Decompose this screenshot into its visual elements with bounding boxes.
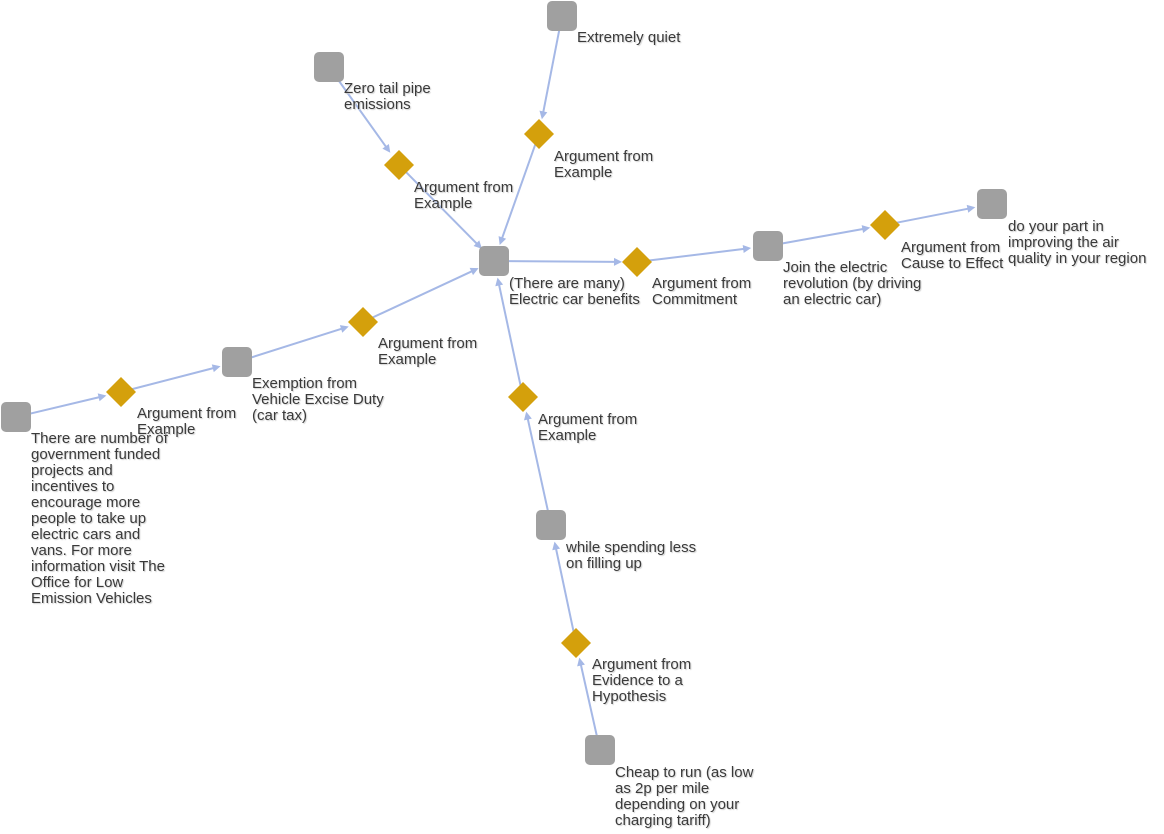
arrow-head-s_quiet-to-claim (498, 236, 507, 245)
shapes (1, 1, 1007, 765)
arrow-head-s_evidence-to-spending (552, 541, 561, 551)
scheme-exemption[interactable] (348, 307, 378, 337)
arrow-head-s_exemption-to-claim (469, 267, 479, 276)
arrow-head-funded-to-s_funded (97, 393, 107, 402)
arrow-head-s_funded-to-exemption (211, 364, 221, 373)
node-label-emissions: Zero tail pipe emissions (344, 80, 431, 113)
scheme-funded[interactable] (106, 377, 136, 407)
node-part[interactable] (977, 189, 1007, 219)
arrow-head-quiet-to-s_quiet (539, 110, 548, 120)
arrow-head-s_commit-to-join (742, 245, 752, 254)
arrow-head-s_spending-to-claim (495, 277, 504, 287)
arrow-head-cheap-to-s_evidence (577, 657, 585, 667)
edge-cheap-to-s_evidence (579, 663, 599, 741)
edge-s_commit-to-join (646, 247, 746, 262)
edge-s_evidence-to-spending (554, 547, 575, 634)
edge-s_quiet-to-claim (500, 143, 537, 240)
arrow-head-s_cause-to-part (966, 204, 976, 213)
node-spending[interactable] (536, 510, 566, 540)
node-label-funded: There are number of government funded pr… (31, 430, 168, 607)
node-label-cheap: Cheap to run (as low as 2p per mile depe… (615, 764, 754, 829)
edge-funded-to-s_funded (25, 395, 101, 416)
scheme-label-emissions: Argument from Example (414, 179, 514, 212)
node-label-quiet: Extremely quiet (577, 29, 681, 46)
arrow-head-s_emissions-to-claim (473, 240, 483, 249)
edge-exemption-to-s_exemption (246, 327, 344, 360)
scheme-label-funded: Argument from Example (137, 405, 237, 438)
arrow-head-spending-to-s_spending (524, 411, 532, 421)
node-claim[interactable] (479, 246, 509, 276)
node-exemption[interactable] (222, 347, 252, 377)
edge-join-to-s_cause (777, 227, 865, 246)
edge-emissions-to-s_emissions (333, 74, 388, 149)
node-label-join: Join the electric revolution (by driving… (783, 259, 922, 308)
node-join[interactable] (753, 231, 783, 261)
node-emissions[interactable] (314, 52, 344, 82)
node-label-claim: (There are many) Electric car benefits (509, 275, 640, 308)
edge-s_exemption-to-claim (371, 269, 474, 319)
arrow-head-exemption-to-s_exemption (339, 325, 349, 333)
edges (25, 25, 976, 741)
scheme-label-spending: Argument from Example (538, 411, 638, 444)
scheme-spending[interactable] (508, 382, 538, 412)
edge-quiet-to-s_quiet (542, 25, 562, 114)
scheme-label-quiet: Argument from Example (554, 148, 654, 181)
edge-s_funded-to-exemption (130, 366, 215, 391)
node-cheap[interactable] (585, 735, 615, 765)
edge-s_spending-to-claim (497, 283, 522, 388)
edge-spending-to-s_spending (526, 417, 550, 516)
scheme-label-evidence: Argument from Evidence to a Hypothesis (592, 656, 692, 705)
edge-claim-to-s_commit (503, 260, 617, 263)
node-label-spending: while spending less on filling up (566, 539, 697, 572)
scheme-label-exemption: Argument from Example (378, 335, 478, 368)
arrow-head-claim-to-s_commit (613, 257, 623, 266)
node-label-exemption: Exemption from Vehicle Excise Duty (car … (252, 375, 384, 424)
scheme-commit[interactable] (622, 247, 652, 277)
node-label-part: do your part in improving the air qualit… (1008, 218, 1147, 267)
edge-s_cause-to-part (894, 207, 970, 225)
arrow-head-emissions-to-s_emissions (382, 143, 391, 153)
scheme-label-cause-effect: Argument from Cause to Effect (901, 239, 1004, 272)
node-funded[interactable] (1, 402, 31, 432)
scheme-emissions[interactable] (384, 150, 414, 180)
scheme-evidence[interactable] (561, 628, 591, 658)
node-quiet[interactable] (547, 1, 577, 31)
scheme-label-commitment: Argument from Commitment (652, 275, 752, 308)
scheme-cause[interactable] (870, 210, 900, 240)
edge-s_emissions-to-claim (405, 171, 479, 246)
scheme-quiet[interactable] (524, 119, 554, 149)
arrow-head-join-to-s_cause (861, 225, 871, 234)
